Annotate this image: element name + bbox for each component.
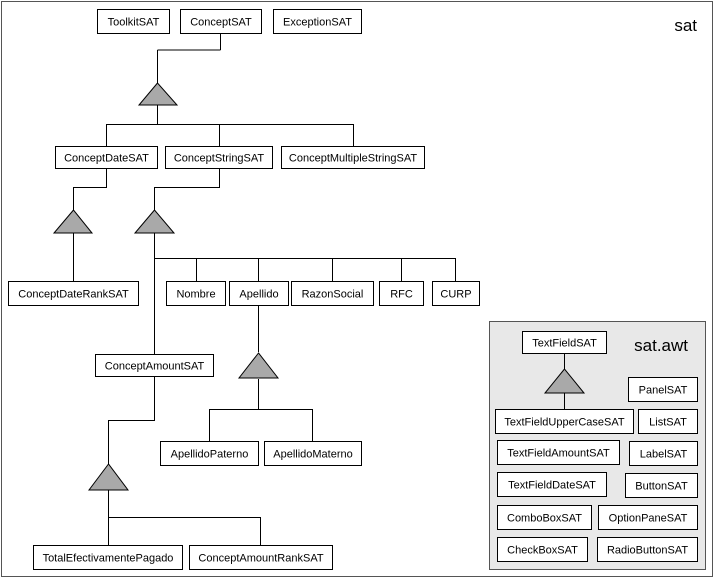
class-label: ConceptDateSAT	[64, 153, 149, 165]
class-label: TextFieldUpperCaseSAT	[504, 417, 625, 429]
class-label: RadioButtonSAT	[607, 545, 688, 557]
class-option-pane-sat[interactable]: OptionPaneSAT	[598, 505, 698, 530]
class-label-sat[interactable]: LabelSAT	[629, 441, 698, 466]
class-concept-date-rank-sat[interactable]: ConceptDateRankSAT	[8, 281, 139, 306]
class-text-field-sat[interactable]: TextFieldSAT	[522, 331, 607, 354]
generalization-triangle	[88, 463, 129, 491]
class-toolkit-sat[interactable]: ToolkitSAT	[97, 9, 170, 34]
class-label: ConceptSAT	[190, 17, 252, 29]
class-concept-multiple-string-sat[interactable]: ConceptMultipleStringSAT	[281, 146, 425, 169]
class-label: ListSAT	[649, 417, 687, 429]
class-label: OptionPaneSAT	[609, 513, 688, 525]
class-combo-box-sat[interactable]: ComboBoxSAT	[497, 505, 592, 530]
class-total-efectivamente-pagado[interactable]: TotalEfectivamentePagado	[33, 545, 183, 570]
class-label: ToolkitSAT	[108, 17, 160, 29]
class-label: PanelSAT	[639, 385, 688, 397]
class-nombre[interactable]: Nombre	[166, 281, 226, 306]
class-label: ExceptionSAT	[283, 17, 352, 29]
class-apellido-paterno[interactable]: ApellidoPaterno	[160, 441, 259, 466]
class-radio-button-sat[interactable]: RadioButtonSAT	[597, 537, 698, 562]
class-label: ButtonSAT	[635, 481, 688, 493]
class-label: LabelSAT	[640, 449, 688, 461]
generalization-triangles	[52, 82, 586, 491]
class-text-field-upper-case-sat[interactable]: TextFieldUpperCaseSAT	[495, 409, 634, 434]
class-label: CURP	[440, 289, 471, 301]
inheritance-connectors	[73, 34, 565, 545]
class-label: CheckBoxSAT	[507, 545, 578, 557]
class-concept-sat[interactable]: ConceptSAT	[180, 9, 262, 34]
class-curp[interactable]: CURP	[432, 281, 480, 306]
generalization-triangle	[543, 368, 586, 394]
class-label: TextFieldDateSAT	[508, 480, 596, 492]
class-text-field-date-sat[interactable]: TextFieldDateSAT	[497, 472, 607, 497]
class-label: ApellidoMaterno	[273, 449, 353, 461]
class-rfc[interactable]: RFC	[379, 281, 424, 306]
class-concept-amount-sat[interactable]: ConceptAmountSAT	[95, 354, 214, 377]
class-list-sat[interactable]: ListSAT	[638, 409, 698, 434]
class-apellido-materno[interactable]: ApellidoMaterno	[264, 441, 362, 466]
class-label: ConceptMultipleStringSAT	[289, 153, 417, 165]
class-label: RFC	[390, 289, 413, 301]
generalization-triangle	[137, 82, 179, 106]
generalization-triangle	[52, 209, 94, 234]
class-concept-amount-rank-sat[interactable]: ConceptAmountRankSAT	[189, 545, 333, 570]
class-label: ConceptStringSAT	[174, 153, 265, 165]
class-concept-date-sat[interactable]: ConceptDateSAT	[55, 146, 158, 169]
class-label: Apellido	[239, 289, 278, 301]
class-razon-social[interactable]: RazonSocial	[291, 281, 374, 306]
class-panel-sat[interactable]: PanelSAT	[628, 377, 698, 402]
class-label: RazonSocial	[302, 289, 364, 301]
class-label: ComboBoxSAT	[507, 513, 582, 525]
class-label: TextFieldAmountSAT	[507, 448, 610, 460]
class-apellido[interactable]: Apellido	[229, 281, 289, 306]
sat-awt-package-label: sat.awt	[634, 336, 688, 355]
class-label: ConceptAmountSAT	[105, 361, 205, 373]
class-label: TextFieldSAT	[532, 338, 597, 350]
class-label: TotalEfectivamentePagado	[43, 553, 174, 565]
class-concept-string-sat[interactable]: ConceptStringSAT	[165, 146, 273, 169]
class-exception-sat[interactable]: ExceptionSAT	[273, 9, 362, 34]
class-button-sat[interactable]: ButtonSAT	[625, 473, 698, 498]
generalization-triangle	[133, 209, 176, 234]
sat-package-label: sat	[674, 16, 697, 35]
class-label: ConceptAmountRankSAT	[198, 553, 323, 565]
class-label: Nombre	[176, 289, 215, 301]
class-check-box-sat[interactable]: CheckBoxSAT	[497, 537, 588, 562]
generalization-triangle	[237, 352, 280, 379]
class-label: ConceptDateRankSAT	[18, 289, 129, 301]
class-text-field-amount-sat[interactable]: TextFieldAmountSAT	[497, 440, 620, 465]
class-label: ApellidoPaterno	[171, 449, 249, 461]
